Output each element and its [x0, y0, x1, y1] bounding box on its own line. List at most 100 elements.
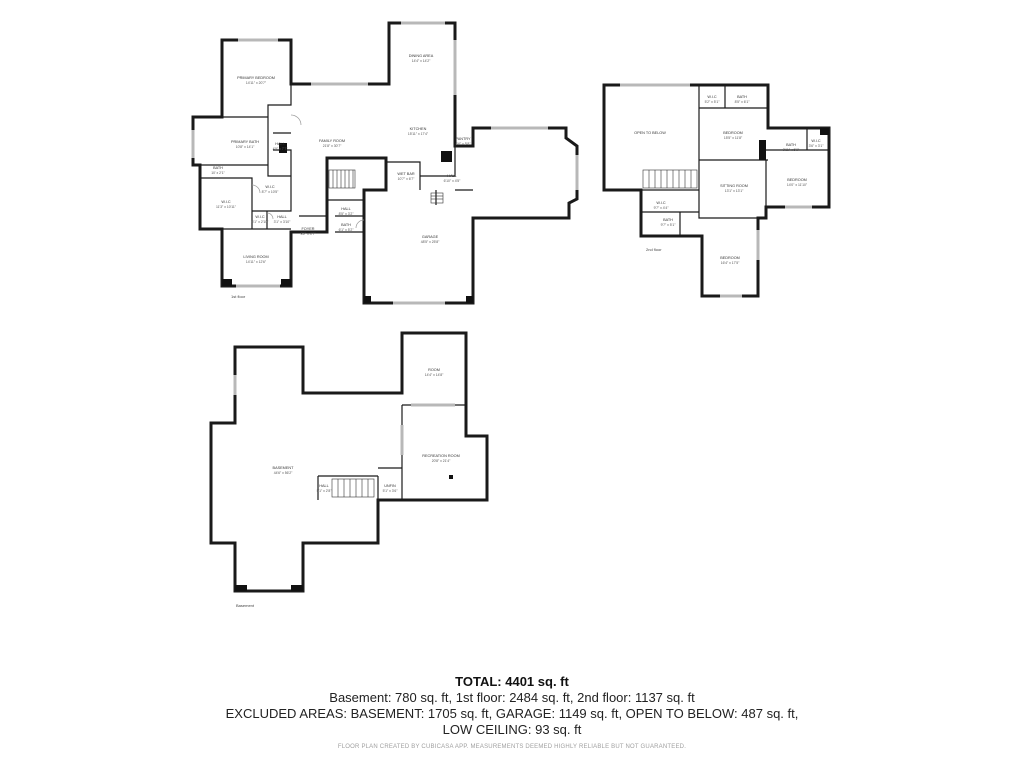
low-ceiling-area: LOW CEILING: 93 sq. ft: [442, 722, 582, 737]
room-name: UNFIN: [384, 484, 396, 488]
room-dims: 10'7" x 6'7": [398, 177, 416, 181]
room-name: FOYER: [301, 227, 314, 231]
room-name: W.I.C: [656, 201, 666, 205]
column: [449, 475, 453, 479]
room-dims: 44'6" x 56'2": [274, 471, 293, 475]
column: [466, 296, 473, 303]
room-name: FAMILY ROOM: [319, 139, 345, 143]
room-name: BEDROOM: [720, 256, 740, 260]
room-dims: 14'11" x 12'6": [246, 260, 267, 264]
room-dims: 10'8" x 14'1": [236, 145, 255, 149]
room-dims: 16'4" x 17'5": [721, 261, 740, 265]
room-dims: 6'6" x 5'8": [456, 142, 472, 146]
room-name: PRIMARY BATH: [231, 140, 259, 144]
room-dims: 5'2" x 5'1": [705, 100, 721, 104]
room-dims: 20'8" x 21'4": [432, 459, 451, 463]
total-area: TOTAL: 4401 sq. ft: [455, 674, 569, 689]
room-name: HALL: [341, 207, 351, 211]
column: [291, 585, 303, 591]
second-floor-outline: [602, 83, 831, 298]
room-dims: 14'4" x 14'8": [425, 373, 444, 377]
room-name: W.I.C: [221, 200, 231, 204]
room-name: W.I.C: [811, 139, 821, 143]
room-dims: 21'8" x 30'7": [323, 144, 342, 148]
room-name: BATH: [786, 143, 796, 147]
room-dims: 14'0" x 11'10": [787, 183, 808, 187]
room-name: RECREATION ROOM: [422, 454, 459, 458]
basement-windows: [233, 375, 455, 455]
basement-plan: BASEMENT 44'6" x 56'2" ROOM 14'4" x 14'8…: [209, 331, 489, 608]
room-name: LIVING ROOM: [243, 255, 268, 259]
second-floor-interior-walls: [641, 85, 829, 236]
room-name: PRIMARY BEDROOM: [237, 76, 275, 80]
room-dims: 3'6" x 3'1": [809, 144, 825, 148]
room-name: HALL: [319, 484, 329, 488]
room-name: BATH: [663, 218, 673, 222]
room-name: HALL: [447, 174, 457, 178]
room-name: HALL: [275, 142, 285, 146]
room-dims: 15'5" x 11'8": [724, 136, 743, 140]
room-name: BATH: [737, 95, 747, 99]
room-name: W.I.C: [255, 215, 265, 219]
room-dims: 5'1" x 3'6": [383, 489, 399, 493]
second-floor-stairs: [642, 169, 698, 189]
room-name: PANTRY: [455, 137, 471, 141]
column: [759, 140, 766, 160]
room-name: GARAGE: [422, 235, 439, 239]
room-name: BATH: [341, 223, 351, 227]
room-name: BEDROOM: [723, 131, 743, 135]
fireplace-block: [441, 151, 452, 162]
room-name: BEDROOM: [787, 178, 807, 182]
room-name: W.I.C: [265, 185, 275, 189]
room-dims: 8'11" x 5'8": [783, 148, 800, 152]
column: [281, 279, 291, 286]
room-dims: 11'3" x 10'11": [216, 205, 237, 209]
area-summary: TOTAL: 4401 sq. ft Basement: 780 sq. ft,…: [0, 674, 1024, 750]
room-dims: 14'11" x 20'7": [246, 81, 267, 85]
room-name: HALL: [277, 215, 287, 219]
room-dims: 8'2" x 4'7": [301, 232, 317, 236]
room-name: DINING AREA: [409, 54, 434, 58]
floor-label: 1st floor: [231, 294, 246, 299]
second-floor-plan: OPEN TO BELOW W.I.C 5'2" x 5'1" BATH 8'5…: [602, 83, 831, 298]
column: [279, 143, 287, 153]
room-name: W.I.C: [707, 95, 717, 99]
first-floor-stairs: [328, 169, 444, 204]
first-floor-plan: PRIMARY BEDROOM 14'11" x 20'7" PRIMARY B…: [191, 21, 579, 305]
room-dims: 13'1" x 13'1": [725, 189, 744, 193]
excluded-areas: EXCLUDED AREAS: BASEMENT: 1705 sq. ft, G…: [225, 706, 799, 721]
column: [364, 296, 371, 303]
room-name: KITCHEN: [410, 127, 427, 131]
room-dims: 3'1" x 3'10": [274, 220, 292, 224]
basement-stairs: [331, 478, 375, 498]
room-dims: 6'1" x 5'2": [339, 228, 355, 232]
room-dims: 9'7" x 4'4": [654, 206, 670, 210]
room-dims: 4'5" x 7'7": [273, 147, 289, 151]
room-dims: 8'5" x 3'2": [339, 212, 355, 216]
first-floor-windows: [191, 21, 579, 305]
disclaimer: FLOOR PLAN CREATED BY CUBICASA APP. MEAS…: [337, 744, 687, 750]
room-dims: 8'5" x 6'1": [735, 100, 751, 104]
room-dims: 9'7" x 5'1": [661, 223, 677, 227]
column: [222, 279, 232, 286]
room-name: SITTING ROOM: [720, 184, 748, 188]
room-dims: 48'5" x 25'8": [421, 240, 440, 244]
floor-areas: Basement: 780 sq. ft, 1st floor: 2484 sq…: [329, 690, 695, 705]
room-dims: 10' x 2'1": [211, 171, 225, 175]
room-name: OPEN TO BELOW: [634, 131, 666, 135]
room-name: ROOM: [428, 368, 440, 372]
first-floor-interior-walls: [200, 84, 473, 233]
room-dims: 14'4" x 14'2": [412, 59, 431, 63]
room-dims: 6'10" x 4'5": [444, 179, 462, 183]
room-dims: 5'1" x 2'8": [317, 489, 333, 493]
floor-label: 2nd floor: [646, 247, 662, 252]
column: [235, 585, 247, 591]
room-name: BATH: [213, 166, 223, 170]
room-dims: 6'1" x 2'10": [252, 220, 270, 224]
room-name: BASEMENT: [273, 466, 295, 470]
room-name: WET BAR: [397, 172, 414, 176]
room-dims: 8'7" x 10'5": [262, 190, 280, 194]
column: [820, 128, 829, 135]
room-dims: 15'11" x 17'4": [408, 132, 429, 136]
